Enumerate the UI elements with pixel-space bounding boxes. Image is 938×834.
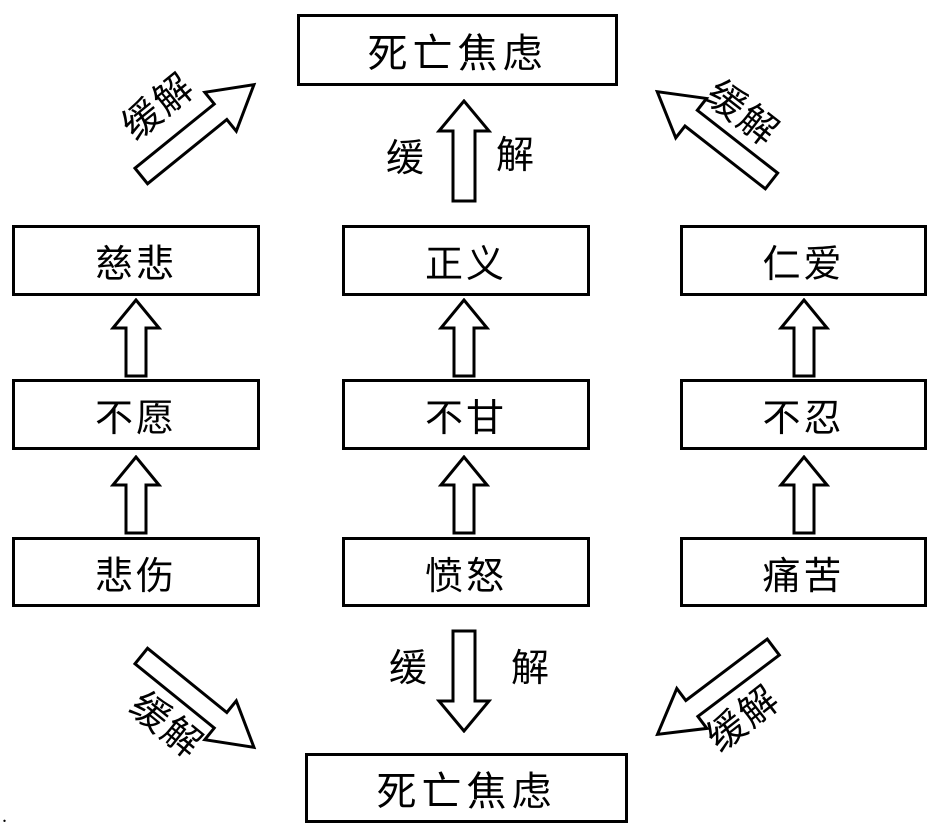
down-arrow-icon	[436, 629, 492, 733]
relief-label-left: 缓	[386, 138, 425, 180]
relief-label-right: 解	[511, 648, 550, 690]
node-unwilling: 不愿	[12, 379, 260, 450]
node-pain: 痛苦	[680, 537, 927, 607]
diagonal-arrow-up-right-icon	[122, 61, 274, 199]
up-arrow-icon	[438, 455, 490, 535]
node-unreconciled: 不甘	[342, 379, 590, 450]
up-arrow-icon	[778, 455, 830, 535]
relief-label-left: 缓	[389, 648, 428, 690]
up-arrow-icon	[778, 298, 830, 378]
node-death-anxiety-top: 死亡焦虑	[297, 14, 618, 86]
relief-label-right: 解	[496, 135, 535, 177]
node-compassion: 慈悲	[12, 225, 260, 296]
node-cannot-bear: 不忍	[680, 379, 927, 450]
node-death-anxiety-bottom: 死亡焦虑	[305, 753, 628, 823]
node-anger: 愤怒	[342, 537, 590, 607]
up-arrow-icon	[110, 455, 162, 535]
node-justice: 正义	[342, 225, 590, 296]
diagonal-arrow-down-left-icon	[638, 624, 791, 759]
node-sadness: 悲伤	[12, 537, 260, 607]
node-benevolence: 仁爱	[680, 225, 927, 296]
artifact-dot: .	[2, 805, 7, 827]
diagonal-arrow-up-left-icon	[638, 68, 791, 204]
diagonal-arrow-down-right-icon	[122, 633, 274, 771]
up-arrow-icon	[110, 298, 162, 378]
up-arrow-icon	[436, 99, 492, 203]
up-arrow-icon	[438, 298, 490, 378]
